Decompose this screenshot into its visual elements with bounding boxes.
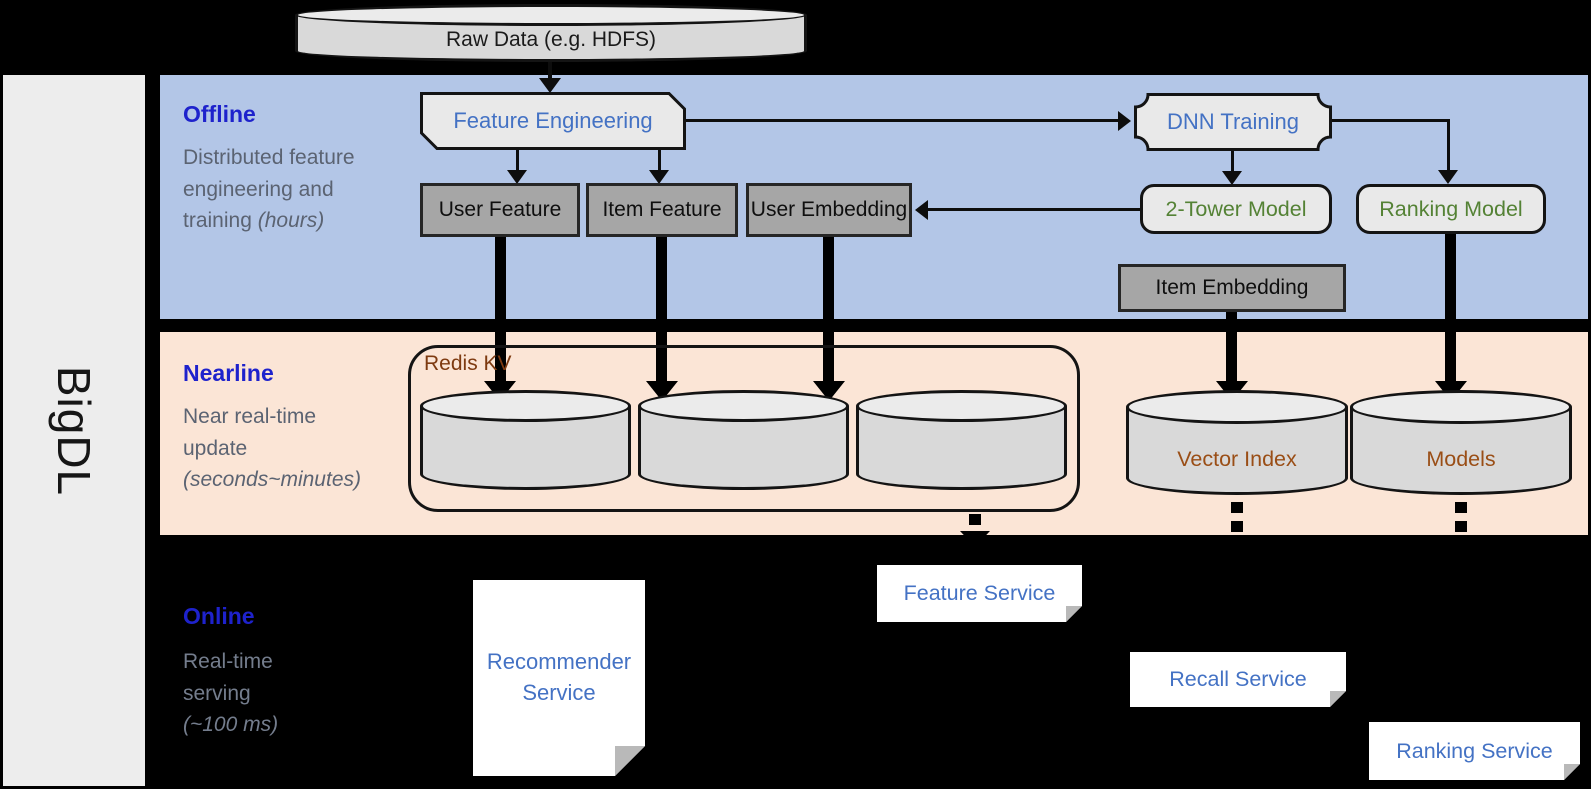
feature-engineering-shape xyxy=(420,92,686,150)
offline-desc-em: (hours) xyxy=(257,209,325,232)
arrow-itemfeature-to-redis-line xyxy=(656,237,667,383)
offline-title: Offline xyxy=(183,101,256,127)
dashed-drop-models-dash1 xyxy=(1455,502,1467,513)
redis-cylinder-3 xyxy=(856,390,1067,490)
nearline-description: Near real-time update (seconds~minutes) xyxy=(183,401,361,496)
offline-desc-text: Distributed feature engineering and trai… xyxy=(183,146,355,232)
arrow-rankingmodel-to-models-line xyxy=(1445,234,1456,383)
feature-engineering-node: Feature Engineering xyxy=(420,92,686,150)
dashed-arrow-redis-to-featureservice-head xyxy=(960,531,990,547)
user-embedding-box: User Embedding xyxy=(746,183,912,237)
raw-data-label: Raw Data (e.g. HDFS) xyxy=(445,28,657,51)
offline-description: Distributed feature engineering and trai… xyxy=(183,142,358,237)
arrow-dnn-to-twotower-head xyxy=(1222,171,1242,185)
redis-cylinder-1-top xyxy=(420,390,631,422)
arrow-dnn-to-ranking-hline xyxy=(1332,119,1450,122)
redis-cylinder-2 xyxy=(638,390,849,490)
dashed-drop-vectorindex-dash1 xyxy=(1231,502,1243,513)
feature-engineering-label: Feature Engineering xyxy=(453,108,653,133)
raw-data-cylinder-top xyxy=(295,4,807,26)
dashed-drop-models-dash2 xyxy=(1455,521,1467,532)
dashed-drop-vectorindex-dash2 xyxy=(1231,521,1243,532)
redis-cylinder-2-top xyxy=(638,390,849,422)
ranking-model-box: Ranking Model xyxy=(1356,184,1546,234)
dashed-arrow-redis-to-featureservice-dash xyxy=(969,514,981,525)
nearline-desc-text: Near real-time update xyxy=(183,405,317,460)
raw-data-cylinder: Raw Data (e.g. HDFS) xyxy=(295,4,807,62)
dnn-training-node: DNN Training xyxy=(1134,93,1332,151)
vector-index-cylinder: Vector Index xyxy=(1126,390,1348,495)
item-feature-box: Item Feature xyxy=(586,183,738,237)
online-desc-text: Real-time serving xyxy=(183,650,273,705)
online-description: Real-time serving (~100 ms) xyxy=(183,646,298,741)
two-tower-model-box: 2-Tower Model xyxy=(1140,184,1332,234)
recall-service-box: Recall Service xyxy=(1130,652,1346,707)
feature-service-box: Feature Service xyxy=(877,565,1082,622)
arrow-fe-to-dnn-head xyxy=(1118,111,1131,131)
arrow-itemembedding-to-vectorindex-line xyxy=(1226,312,1237,383)
arrow-fe-to-itemfeature-line xyxy=(658,150,661,172)
arrow-fe-to-userfeature-line xyxy=(516,150,519,172)
arrow-dnn-to-twotower-line xyxy=(1231,151,1234,173)
models-cylinder-top xyxy=(1350,390,1572,424)
arrow-dnn-to-ranking-vline xyxy=(1447,119,1450,172)
arrow-userembedding-to-redis-line xyxy=(823,237,834,383)
arrow-twotower-to-userembedding-line xyxy=(928,208,1140,211)
arrow-fe-to-dnn-line xyxy=(686,119,1120,122)
arrow-rawdata-to-fe-head xyxy=(539,78,561,93)
nearline-desc-em: (seconds~minutes) xyxy=(183,468,361,491)
bigdl-sidebar: BigDL xyxy=(3,75,145,786)
vector-index-cylinder-top xyxy=(1126,390,1348,424)
redis-kv-label: Redis KV xyxy=(424,352,512,375)
online-title: Online xyxy=(183,603,255,629)
item-embedding-box: Item Embedding xyxy=(1118,264,1346,312)
redis-cylinder-1 xyxy=(420,390,631,490)
bigdl-brand-label: BigDL xyxy=(47,365,100,496)
recommender-service-doc: Recommender Service xyxy=(473,580,645,776)
models-label: Models xyxy=(1426,447,1496,471)
arrow-fe-to-userfeature-head xyxy=(507,170,527,184)
models-cylinder: Models xyxy=(1350,390,1572,495)
redis-kv-container xyxy=(408,345,1080,512)
dnn-training-shape xyxy=(1134,93,1332,151)
online-desc-em: (~100 ms) xyxy=(183,713,279,736)
dnn-training-label: DNN Training xyxy=(1166,109,1300,134)
arrow-fe-to-itemfeature-head xyxy=(649,170,669,184)
redis-cylinder-3-top xyxy=(856,390,1067,422)
arrow-dnn-to-ranking-head xyxy=(1438,170,1458,184)
nearline-title: Nearline xyxy=(183,360,274,386)
arrow-rawdata-to-fe-line xyxy=(548,58,552,80)
ranking-service-box: Ranking Service xyxy=(1369,722,1580,780)
vector-index-label: Vector Index xyxy=(1177,447,1297,471)
arrow-twotower-to-userembedding-head xyxy=(915,200,928,220)
arrow-userfeature-to-redis-line xyxy=(495,237,506,383)
user-feature-box: User Feature xyxy=(420,183,580,237)
